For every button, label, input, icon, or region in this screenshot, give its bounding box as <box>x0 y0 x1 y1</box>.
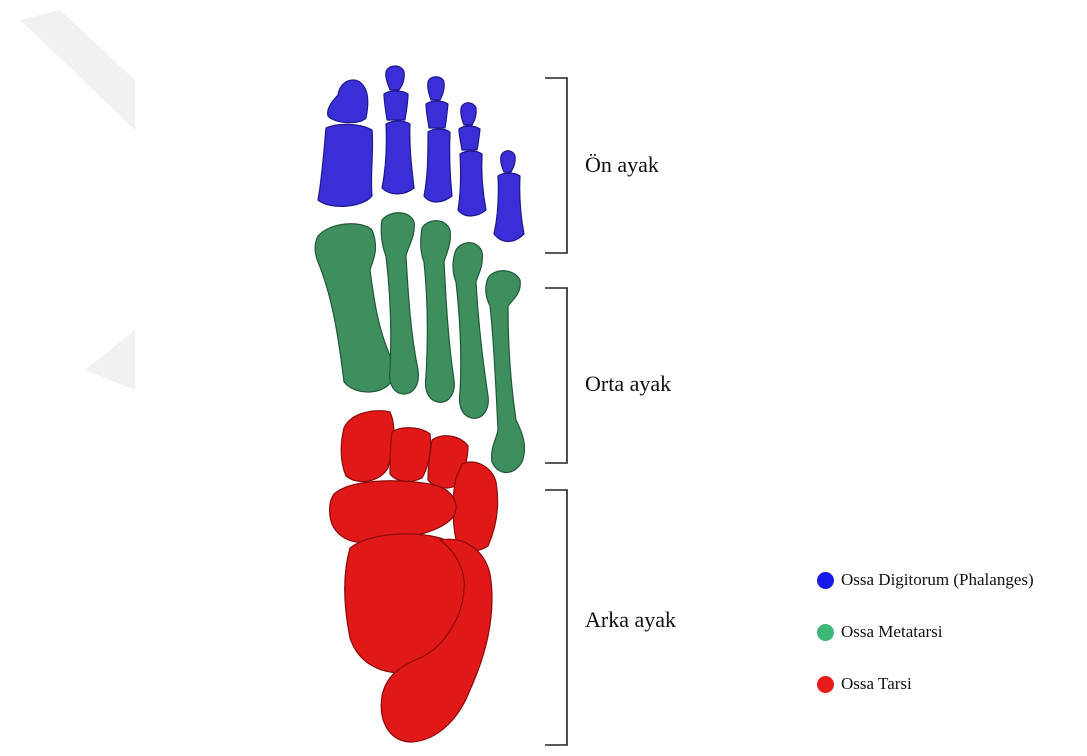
watermark-logo <box>20 10 135 390</box>
phalanges-group <box>318 66 524 242</box>
toe3-middle-phalanx <box>426 101 448 128</box>
legend-label-phalanges: Ossa Digitorum (Phalanges) <box>841 570 1034 590</box>
toe2-middle-phalanx <box>384 91 408 120</box>
hallux-distal-phalanx <box>328 80 368 123</box>
legend-label-tarsi: Ossa Tarsi <box>841 674 912 694</box>
metatarsal-4 <box>453 243 488 419</box>
brackets <box>545 78 567 745</box>
hindfoot-bracket <box>545 490 567 745</box>
toe5-proximal-phalanx <box>494 173 524 242</box>
midfoot-bracket <box>545 288 567 463</box>
toe4-distal-phalanx <box>461 103 476 125</box>
toe4-proximal-phalanx <box>458 151 486 216</box>
midfoot-label: Orta ayak <box>585 371 671 397</box>
legend-dot-phalanges <box>817 572 834 589</box>
forefoot-bracket <box>545 78 567 253</box>
toe3-proximal-phalanx <box>424 129 452 202</box>
tarsi-group <box>330 411 498 742</box>
legend: Ossa Digitorum (Phalanges) Ossa Metatars… <box>817 568 1034 724</box>
legend-dot-metatarsi <box>817 624 834 641</box>
forefoot-label: Ön ayak <box>585 152 659 178</box>
toe3-distal-phalanx <box>428 77 444 100</box>
watermark-stripe-top <box>20 10 135 130</box>
metatarsal-3 <box>421 221 455 403</box>
watermark-stripe-bottom <box>85 330 135 390</box>
metatarsal-5 <box>486 271 525 473</box>
toe4-middle-phalanx <box>459 126 480 150</box>
toe2-distal-phalanx <box>386 66 404 90</box>
legend-item-tarsi: Ossa Tarsi <box>817 672 1034 696</box>
cuboid <box>453 462 498 551</box>
intermediate-cuneiform <box>390 428 431 482</box>
navicular <box>330 481 456 542</box>
hindfoot-label: Arka ayak <box>585 607 676 633</box>
toe2-proximal-phalanx <box>382 121 414 194</box>
toe5-distal-phalanx <box>501 151 515 172</box>
medial-cuneiform <box>341 411 394 482</box>
hallux-proximal-phalanx <box>318 124 373 206</box>
metatarsal-1 <box>315 224 394 392</box>
legend-item-phalanges: Ossa Digitorum (Phalanges) <box>817 568 1034 592</box>
legend-label-metatarsi: Ossa Metatarsi <box>841 622 943 642</box>
legend-dot-tarsi <box>817 676 834 693</box>
legend-item-metatarsi: Ossa Metatarsi <box>817 620 1034 644</box>
